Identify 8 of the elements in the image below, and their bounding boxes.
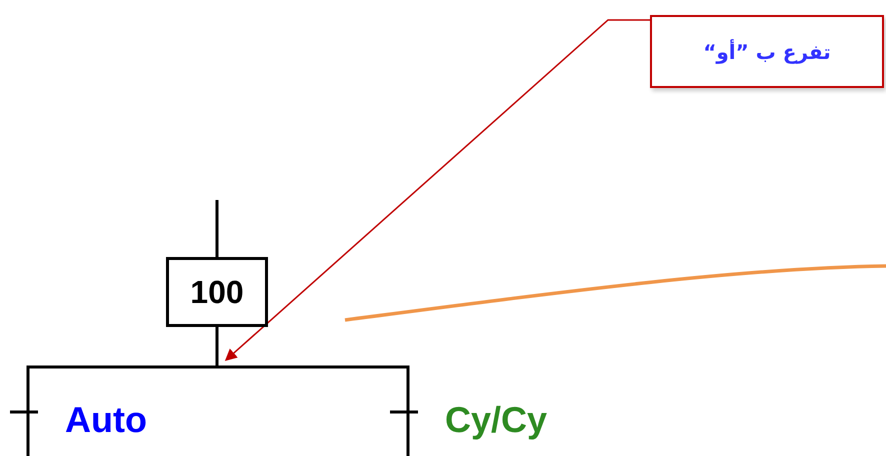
leader-line: [224, 19, 650, 361]
divergence-bar: [26, 365, 410, 456]
link-line: [216, 200, 218, 257]
transition-label: Auto: [65, 398, 147, 442]
transition-label: Cy/Cy: [445, 398, 548, 442]
link-line: [216, 327, 218, 366]
callout-box: تفرع ب ”أو“: [650, 15, 884, 88]
step-box: 100: [166, 257, 268, 327]
